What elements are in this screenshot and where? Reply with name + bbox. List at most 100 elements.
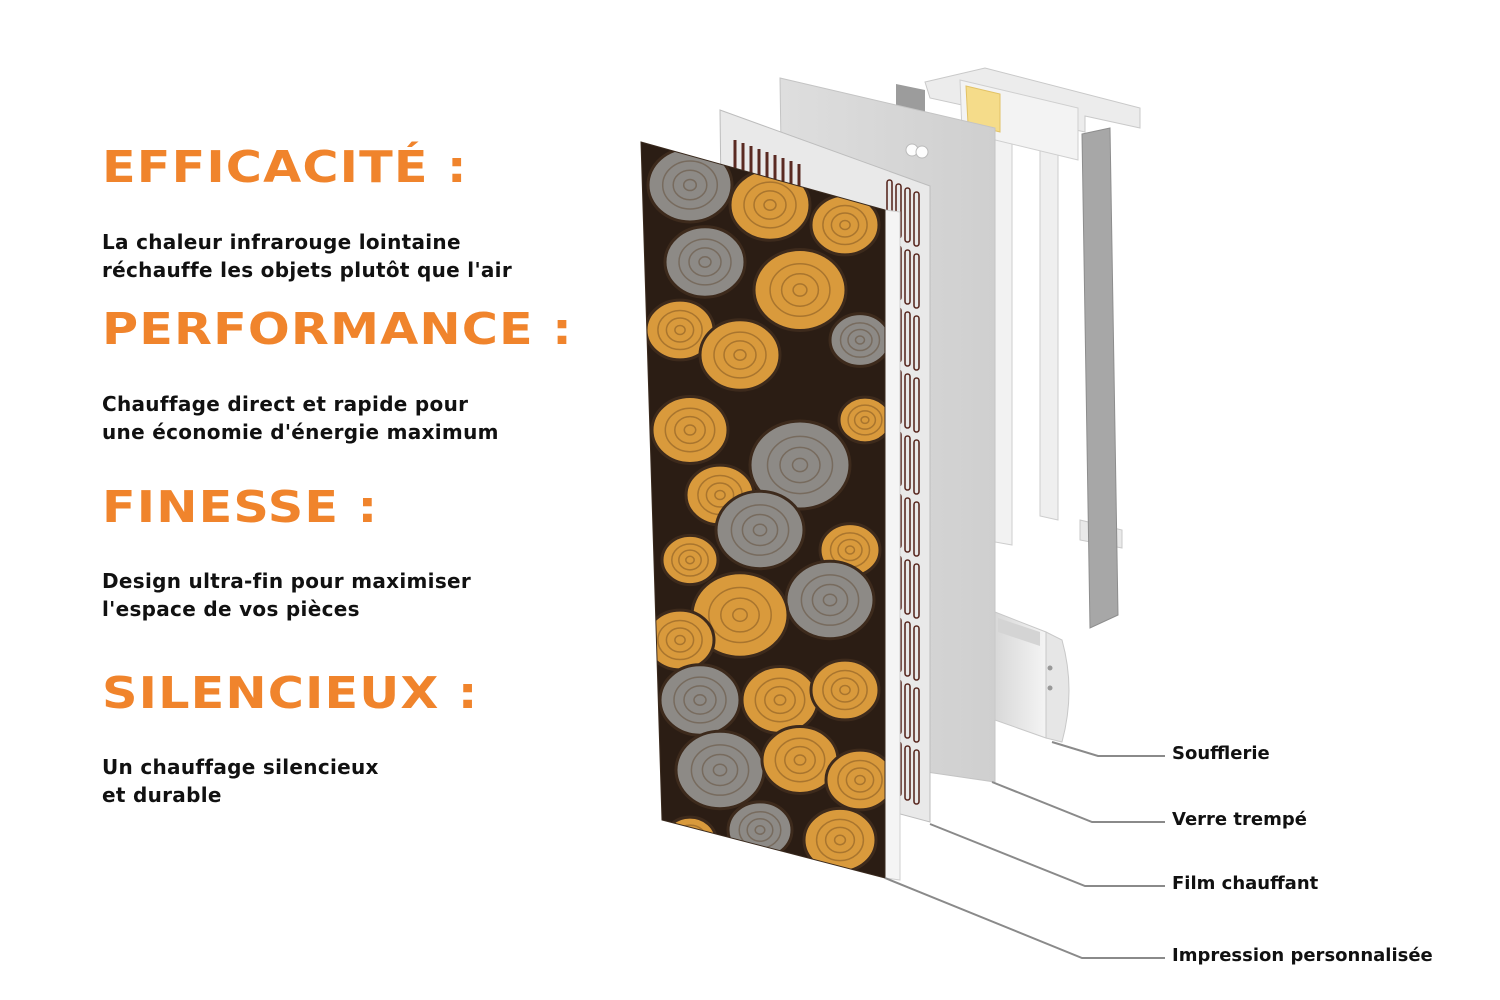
log-ring (678, 238, 732, 286)
callout-label-verre-trempe: Verre trempé (1172, 809, 1307, 830)
log-ring (712, 763, 728, 777)
log-end (726, 800, 794, 860)
leader-line-film-chauffant (929, 823, 1165, 887)
feature-desc-line: Un chauffage silencieux (102, 755, 379, 779)
log-ring (688, 247, 722, 277)
log-ring (830, 677, 860, 703)
heating-track (913, 439, 920, 495)
log-ring (847, 404, 883, 436)
heating-track (913, 749, 920, 805)
heating-track (904, 249, 911, 305)
log-ring (665, 317, 695, 343)
log-ring (720, 597, 760, 633)
log-ring (685, 555, 695, 565)
log-ring (714, 489, 726, 501)
feature-desc-efficacite: La chaleur infrarouge lointaine réchauff… (102, 228, 512, 284)
log-ring (780, 273, 820, 307)
log-ring (730, 504, 790, 556)
feature-title-silencieux: SILENCIEUX : (102, 668, 479, 719)
log-ring (839, 684, 851, 696)
log-ring (847, 328, 873, 352)
log-ring (673, 676, 727, 724)
log-ring (753, 190, 787, 220)
log-end (663, 225, 747, 299)
heating-track (904, 435, 911, 491)
log-ring (682, 178, 698, 192)
log-ring (733, 348, 747, 362)
log-ring (791, 457, 809, 473)
log-end (740, 665, 820, 735)
log-ring (853, 410, 877, 430)
log-ring (766, 435, 834, 495)
log-ring (672, 824, 708, 856)
log-ring (822, 204, 868, 246)
log-ring (683, 424, 697, 436)
log-ring (793, 754, 807, 766)
feature-desc-line: réchauffe les objets plutôt que l'air (102, 258, 512, 282)
log-ring (698, 255, 712, 269)
callout-label-impression: Impression personnalisée (1172, 945, 1433, 966)
log-ring (779, 446, 821, 484)
log-ring (743, 181, 797, 229)
feature-desc-line: l'espace de vos pièces (102, 597, 360, 621)
log-ring (811, 583, 849, 617)
heating-track (904, 621, 911, 677)
log-ring (705, 482, 735, 508)
feature-desc-finesse: Design ultra-fin pour maximiser l'espace… (102, 567, 471, 623)
log-ring (678, 549, 702, 571)
log-ring (845, 767, 875, 793)
log-end (828, 312, 885, 368)
log-ring (763, 198, 777, 212)
log-end (674, 729, 766, 811)
feature-desc-line: et durable (102, 783, 222, 807)
log-ring (854, 774, 866, 786)
heating-track (913, 191, 920, 247)
log-end (662, 815, 718, 865)
log-ring (822, 593, 838, 607)
log-ring (674, 324, 686, 336)
callout-leader-lines (884, 741, 1165, 959)
log-end (802, 806, 878, 874)
log-ring (860, 415, 870, 425)
log-ring (657, 619, 703, 661)
heating-track (913, 687, 920, 743)
log-end (658, 663, 742, 737)
heating-track (904, 497, 911, 553)
log-end (837, 395, 885, 445)
log-ring (746, 817, 774, 843)
log-ring (657, 309, 703, 351)
log-ring (701, 753, 739, 787)
log-ring (774, 737, 826, 783)
heating-track (904, 373, 911, 429)
log-ring (837, 759, 883, 801)
feature-desc-line: Chauffage direct et rapide pour (102, 392, 469, 416)
callout-label-film-chauffant: Film chauffant (1172, 873, 1319, 894)
log-ring (800, 574, 860, 626)
heating-track (913, 625, 920, 681)
log-end (714, 489, 806, 571)
log-end (752, 248, 848, 332)
log-ring (839, 322, 881, 358)
heating-track (913, 563, 920, 619)
log-end (698, 318, 782, 392)
log-ring (732, 607, 748, 623)
log-ring (773, 694, 787, 706)
heating-track (913, 501, 920, 557)
heating-track (904, 745, 911, 801)
tempered-glass-edge (884, 209, 901, 881)
heating-track (913, 315, 920, 371)
rear-insulation-strip (1081, 127, 1119, 629)
log-ring (792, 283, 808, 297)
callout-label-soufflerie: Soufflerie (1172, 743, 1270, 764)
log-ring (833, 834, 847, 846)
log-ring (723, 340, 757, 370)
log-ring (661, 160, 719, 210)
log-ring (665, 627, 695, 653)
log-ring (674, 634, 686, 646)
log-ring (713, 331, 767, 379)
log-ring (754, 677, 806, 723)
log-ring (764, 685, 796, 715)
log-ring (672, 169, 708, 201)
log-ring (674, 415, 706, 445)
